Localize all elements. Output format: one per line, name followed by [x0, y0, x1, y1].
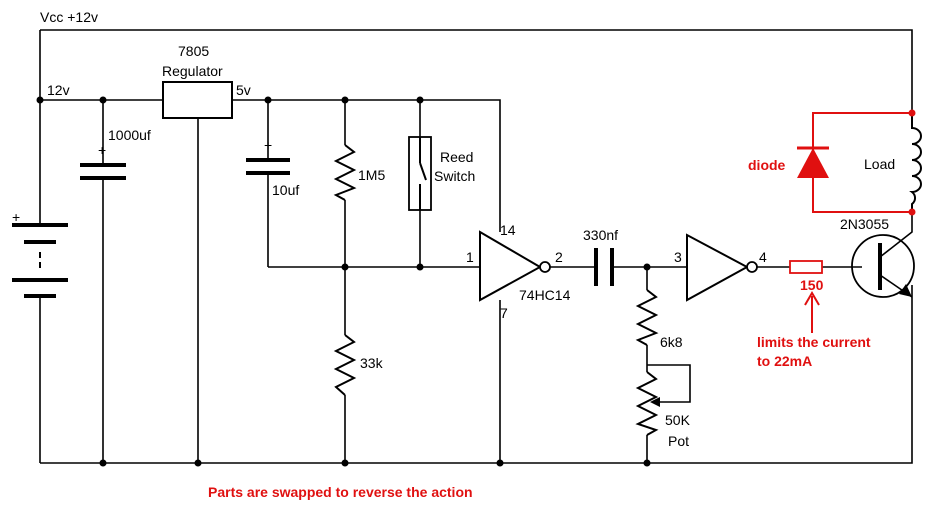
capacitor-1000uf-symbol: + [80, 142, 126, 180]
svg-text:+: + [264, 137, 272, 153]
pot-label-line1: 50K [665, 412, 691, 428]
vcc-label: Vcc +12v [40, 9, 98, 25]
capacitor-330nf-symbol [594, 248, 614, 286]
capacitor-10uf-symbol: + [246, 137, 290, 175]
pin-14-label: 14 [500, 222, 516, 238]
load-coil-symbol [909, 110, 922, 212]
load-label: Load [864, 156, 895, 172]
5v-label: 5v [236, 82, 251, 98]
pin-7-label: 7 [500, 305, 508, 321]
transistor-symbol [851, 234, 915, 298]
resistor-33k-symbol [333, 334, 357, 396]
pin-2-label: 2 [555, 249, 563, 265]
battery: + [12, 209, 68, 298]
regulator-name-label: Regulator [162, 63, 223, 79]
limits-label-line2: to 22mA [757, 353, 812, 369]
capacitor-10uf-label: 10uf [272, 182, 299, 198]
footer-note: Parts are swapped to reverse the action [208, 484, 473, 500]
resistor-1m5-symbol [333, 144, 357, 201]
ic-label: 74HC14 [519, 287, 571, 303]
reed-switch-symbol [408, 136, 432, 211]
junction-dots [36, 96, 916, 467]
inverter-1-symbol [479, 230, 551, 302]
limits-label-line1: limits the current [757, 334, 871, 350]
capacitor-330nf-label: 330nf [583, 227, 618, 243]
resistor-150-label: 150 [800, 277, 824, 293]
resistor-33k-label: 33k [360, 355, 384, 371]
reed-label-line1: Reed [440, 149, 473, 165]
resistor-6k8-label: 6k8 [660, 334, 683, 350]
diode-symbol [797, 112, 912, 213]
pin-3-label: 3 [674, 249, 682, 265]
battery-plus-sign: + [12, 209, 20, 225]
regulator-box [162, 81, 233, 119]
12v-label: 12v [47, 82, 70, 98]
diode-label: diode [748, 157, 786, 173]
resistor-6k8-symbol [635, 289, 659, 346]
resistor-1m5-label: 1M5 [358, 167, 385, 183]
capacitor-1000uf-label: 1000uf [108, 127, 151, 143]
reed-label-line2: Switch [434, 168, 475, 184]
resistor-150-symbol [789, 260, 823, 274]
limits-arrow [804, 291, 820, 333]
inverter-2-symbol [686, 233, 758, 302]
potentiometer-symbol [635, 371, 660, 436]
pot-label-line2: Pot [668, 433, 689, 449]
pin-4-label: 4 [759, 249, 767, 265]
svg-text:+: + [98, 142, 106, 158]
transistor-label: 2N3055 [840, 216, 889, 232]
pin-1-label: 1 [466, 249, 474, 265]
regulator-number-label: 7805 [178, 43, 209, 59]
